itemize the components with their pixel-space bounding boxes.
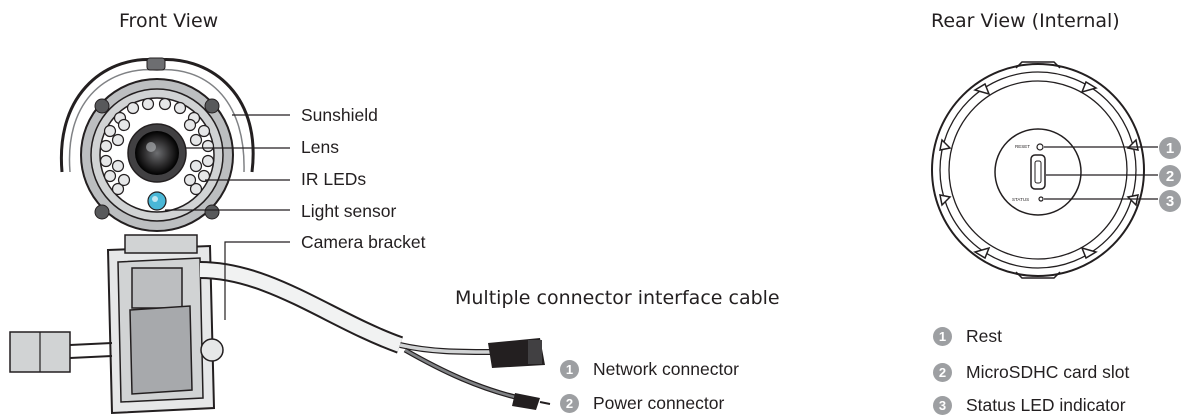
cable-item-number: 2 xyxy=(560,394,579,413)
rear-leader-lines xyxy=(1044,146,1158,200)
callout-ir-leds: IR LEDs xyxy=(301,169,367,189)
reset-panel-label: RESET xyxy=(1015,144,1030,149)
callout-lens: Lens xyxy=(301,137,339,157)
rear-legend-label: Rest xyxy=(966,326,1002,346)
callout-sunshield: Sunshield xyxy=(301,105,378,125)
cable-item-network: 1 Network connector xyxy=(560,359,739,380)
status-panel-label: STATUS xyxy=(1012,197,1029,202)
camera-head-shape xyxy=(59,57,255,232)
rear-legend-number: 1 xyxy=(933,327,952,346)
callout-leader-lines xyxy=(165,114,290,320)
rear-legend-number: 2 xyxy=(933,363,952,382)
rear-legend-number: 3 xyxy=(933,396,952,415)
front-view-title: Front View xyxy=(119,10,219,32)
rear-legend-label: MicroSDHC card slot xyxy=(966,362,1130,382)
cable-item-label: Network connector xyxy=(593,359,739,379)
rear-legend-label: Status LED indicator xyxy=(966,395,1126,415)
cable-title: Multiple connector interface cable xyxy=(455,287,780,309)
rear-marker-1: 1 xyxy=(1159,137,1181,159)
rear-legend-microsd: 2 MicroSDHC card slot xyxy=(933,362,1129,383)
rear-legend-rest: 1 Rest xyxy=(933,326,1002,347)
rear-marker-3: 3 xyxy=(1159,190,1181,212)
rear-view-title: Rear View (Internal) xyxy=(931,10,1120,32)
rear-legend-status: 3 Status LED indicator xyxy=(933,395,1126,416)
camera-bracket-shape xyxy=(9,234,224,415)
cable-item-label: Power connector xyxy=(593,393,725,413)
rear-marker-2: 2 xyxy=(1159,165,1181,187)
cable-item-number: 1 xyxy=(560,360,579,379)
callout-light-sensor: Light sensor xyxy=(301,201,397,221)
callout-camera-bracket: Camera bracket xyxy=(301,232,426,252)
cable-item-power: 2 Power connector xyxy=(560,393,724,414)
